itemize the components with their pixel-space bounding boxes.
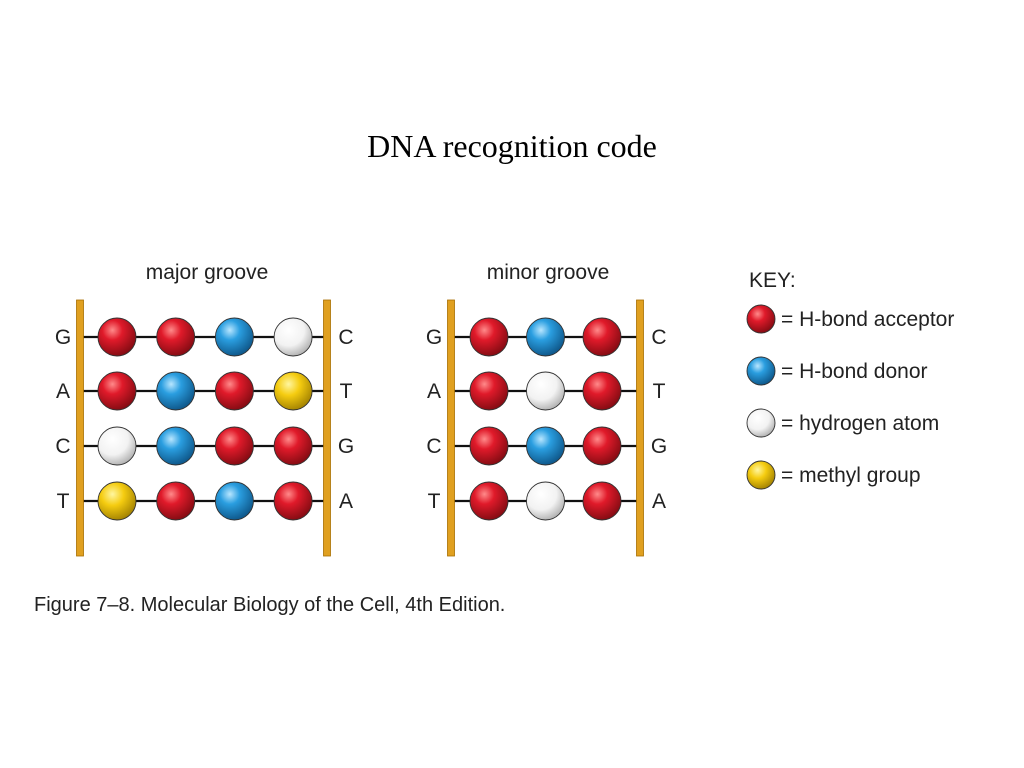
acceptor-atom: [582, 371, 622, 411]
hydrogen-atom: [526, 481, 565, 521]
base-letter-right: C: [338, 326, 353, 349]
donor-atom: [214, 317, 254, 357]
backbone-rail: [636, 299, 644, 557]
slide-title: DNA recognition code: [367, 128, 657, 164]
acceptor-atom: [156, 317, 196, 357]
base-letter-left: A: [427, 380, 441, 403]
base-letter-right: G: [651, 435, 667, 458]
acceptor-atom: [214, 426, 254, 466]
acceptor-atom: [273, 426, 313, 466]
acceptor-atom: [582, 426, 622, 466]
acceptor-atom: [582, 481, 622, 521]
key-item-label: = hydrogen atom: [781, 412, 939, 435]
acceptor-atom: [469, 371, 509, 411]
base-letter-right: C: [651, 326, 666, 349]
methyl-atom: [97, 481, 137, 521]
panel-label: minor groove: [487, 261, 610, 284]
key-item-label: = methyl group: [781, 464, 921, 487]
base-letter-left: G: [426, 326, 442, 349]
base-letter-left: A: [56, 380, 70, 403]
base-letter-right: T: [340, 380, 353, 403]
acceptor-atom: [214, 371, 254, 411]
backbone-rail: [447, 299, 455, 557]
acceptor-atom: [469, 426, 509, 466]
base-letter-right: A: [652, 490, 666, 513]
base-letter-right: G: [338, 435, 354, 458]
acceptor-key-icon: [746, 304, 776, 334]
acceptor-atom: [97, 371, 137, 411]
donor-atom: [214, 481, 254, 521]
acceptor-atom: [582, 317, 622, 357]
acceptor-atom: [156, 481, 196, 521]
acceptor-atom: [469, 317, 509, 357]
backbone-rail: [76, 299, 84, 557]
hydrogen-key-icon: [746, 408, 776, 438]
donor-atom: [156, 426, 196, 466]
panel-label: major groove: [146, 261, 269, 284]
acceptor-atom: [97, 317, 137, 357]
hydrogen-atom: [97, 426, 137, 466]
base-letter-right: T: [653, 380, 666, 403]
base-letter-left: C: [55, 435, 70, 458]
base-letter-left: T: [57, 490, 70, 513]
methyl-atom: [273, 371, 313, 411]
donor-atom: [526, 426, 565, 466]
acceptor-atom: [273, 481, 313, 521]
base-letter-right: A: [339, 490, 353, 513]
hydrogen-atom: [273, 317, 313, 357]
donor-atom: [156, 371, 196, 411]
donor-key-icon: [746, 356, 776, 386]
key-item-label: = H-bond donor: [781, 360, 928, 383]
key-item-label: = H-bond acceptor: [781, 308, 954, 331]
methyl-key-icon: [746, 460, 776, 490]
base-letter-left: G: [55, 326, 71, 349]
acceptor-atom: [469, 481, 509, 521]
backbone-rail: [323, 299, 331, 557]
hydrogen-atom: [526, 371, 565, 411]
figure-caption: Figure 7–8. Molecular Biology of the Cel…: [34, 594, 506, 616]
key-heading: KEY:: [749, 269, 796, 292]
base-letter-left: C: [426, 435, 441, 458]
base-letter-left: T: [428, 490, 441, 513]
donor-atom: [526, 317, 565, 357]
